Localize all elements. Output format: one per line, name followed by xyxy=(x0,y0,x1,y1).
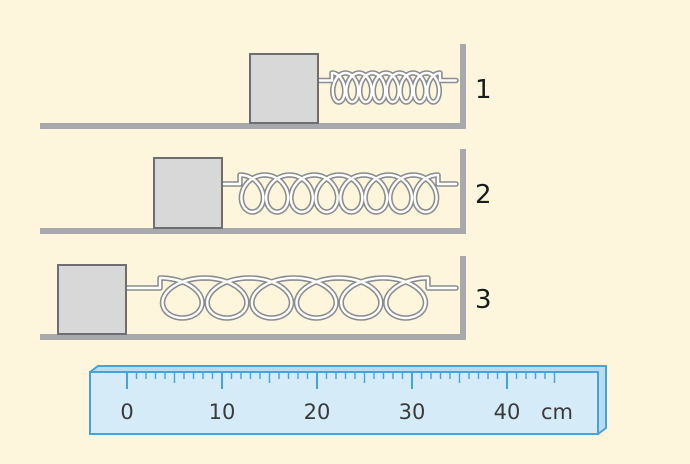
setup-label: 3 xyxy=(475,285,492,315)
spring-setup-1: 1 xyxy=(40,44,492,129)
spring-setup-3: 3 xyxy=(40,256,492,340)
block xyxy=(249,53,319,124)
block xyxy=(153,157,223,229)
spring-highlight xyxy=(125,276,458,320)
spring-outline xyxy=(219,172,459,215)
spring-setup-2: 2 xyxy=(40,149,492,234)
floor-and-wall xyxy=(40,44,466,129)
ruler-tick-label: 10 xyxy=(209,400,236,424)
ruler-tick-label: 40 xyxy=(494,400,521,424)
ruler-edge xyxy=(89,365,607,435)
ruler-tick-labels: 0 10 20 30 40 xyxy=(120,400,520,424)
setup-label: 1 xyxy=(475,75,492,105)
floor-and-wall xyxy=(40,256,466,340)
ruler: 0 10 20 30 40 cm xyxy=(89,365,607,435)
spring-setups: 1 2 3 xyxy=(40,44,492,340)
ruler-body xyxy=(89,371,599,435)
spring-highlight xyxy=(220,173,458,214)
ruler-tick-label: 20 xyxy=(304,400,331,424)
ruler-tick-label: 30 xyxy=(399,400,426,424)
ruler-tick-label: 0 xyxy=(120,400,133,424)
block xyxy=(57,264,127,335)
spring-highlight xyxy=(316,71,458,104)
ruler-unit-label: cm xyxy=(541,400,573,424)
ruler-ticks xyxy=(126,372,556,389)
floor-and-wall xyxy=(40,149,466,234)
setup-label: 2 xyxy=(475,180,492,210)
